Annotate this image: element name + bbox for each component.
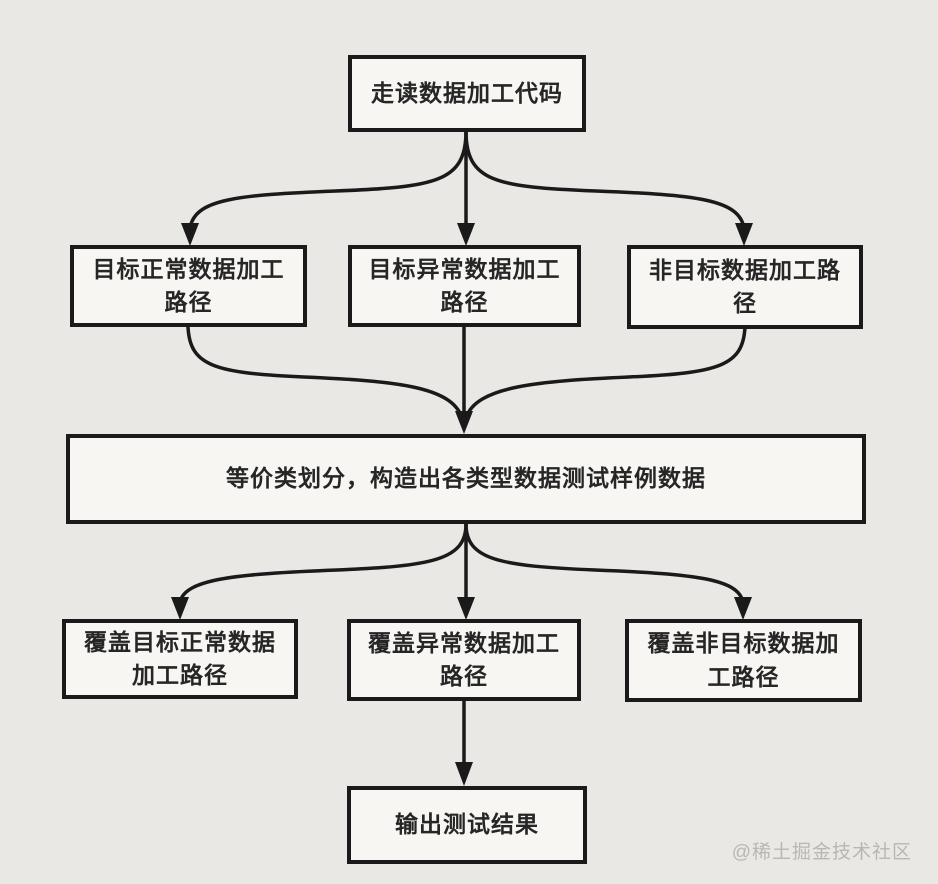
node-read-processing-code: 走读数据加工代码 [348, 55, 586, 132]
node-output-test-result: 输出测试结果 [347, 786, 587, 864]
watermark: @稀土掘金技术社区 [731, 842, 912, 863]
arrowhead [457, 597, 475, 620]
node-label: 覆盖目标正常数据 加工路径 [84, 628, 276, 688]
node-cover-non-target-path: 覆盖非目标数据加 工路径 [625, 619, 862, 702]
edge-row2-right-to-wide [464, 325, 747, 420]
node-label: 覆盖异常数据加工 路径 [368, 629, 560, 689]
node-target-abnormal-path: 目标异常数据加工 路径 [348, 245, 581, 327]
node-non-target-path: 非目标数据加工路 径 [627, 245, 863, 329]
edge-top-to-row2-right [464, 129, 746, 230]
arrowhead [455, 762, 473, 786]
node-target-normal-path: 目标正常数据加工 路径 [70, 245, 307, 327]
edge-wide-to-row3-left [178, 522, 468, 604]
arrowhead [181, 223, 199, 246]
arrowhead [735, 223, 753, 246]
node-label: 覆盖非目标数据加 工路径 [647, 630, 840, 690]
node-label: 目标正常数据加工 路径 [92, 255, 285, 315]
node-cover-target-normal-path: 覆盖目标正常数据 加工路径 [62, 619, 298, 699]
node-equivalence-partitioning: 等价类划分，构造出各类型数据测试样例数据 [66, 434, 866, 524]
edge-wide-to-row3-right [464, 522, 745, 604]
arrowhead [455, 411, 473, 434]
node-label: 等价类划分，构造出各类型数据测试样例数据 [226, 465, 706, 492]
node-label: 走读数据加工代码 [371, 79, 563, 106]
edge-top-to-row2-left [188, 129, 468, 230]
arrowhead [457, 223, 475, 246]
node-label: 非目标数据加工路 径 [649, 256, 841, 316]
arrowhead [171, 597, 189, 620]
edge-row2-left-to-wide [186, 325, 464, 420]
node-cover-abnormal-path: 覆盖异常数据加工 路径 [347, 619, 581, 701]
node-label: 目标异常数据加工 路径 [368, 255, 561, 315]
node-label: 输出测试结果 [395, 811, 539, 838]
arrowhead [734, 597, 752, 620]
